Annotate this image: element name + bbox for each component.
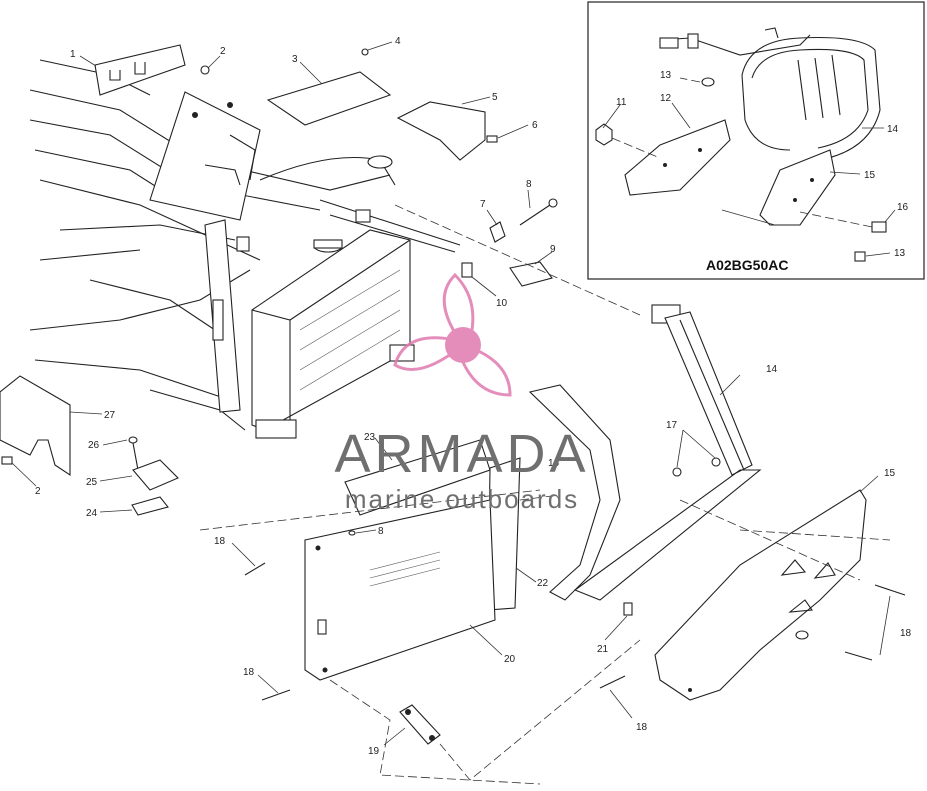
inset-callout-11: 11 <box>616 97 627 108</box>
callout-16: 16 <box>548 458 560 469</box>
upper-parts: 1 2 3 4 5 6 7 8 9 10 <box>70 36 641 316</box>
propeller-logo <box>393 272 512 397</box>
callout-10: 10 <box>496 298 508 309</box>
chassis-frame <box>29 59 461 431</box>
callout-17: 17 <box>666 420 678 431</box>
inset-callout-14: 14 <box>887 124 899 135</box>
callout-4: 4 <box>395 36 401 47</box>
inset-callout-16: 16 <box>897 202 909 213</box>
callout-8: 8 <box>526 179 532 190</box>
callout-18-bottom: 18 <box>636 722 648 733</box>
callout-21: 21 <box>597 644 609 655</box>
inset-callout-13: 13 <box>660 70 672 81</box>
bumper-assembly: 14 17 21 15 18 18 <box>528 304 912 733</box>
callout-5: 5 <box>492 92 498 103</box>
callout-1: 1 <box>70 49 76 60</box>
callout-23: 23 <box>364 432 376 443</box>
radiator <box>251 229 415 439</box>
armada-watermark: ARMADA marine outboards <box>334 272 589 514</box>
callout-18-left: 18 <box>214 536 226 547</box>
inset-callout-13b: 13 <box>894 248 906 259</box>
callout-3: 3 <box>292 54 298 65</box>
inset-callout-15: 15 <box>864 170 876 181</box>
callout-25: 25 <box>86 477 98 488</box>
callout-18-lower: 18 <box>243 667 255 678</box>
watermark-brand: ARMADA <box>334 424 589 484</box>
callout-19: 19 <box>368 746 380 757</box>
center-panels: 23 22 20 8 18 18 19 16 <box>199 432 641 785</box>
callout-24: 24 <box>86 508 98 519</box>
callout-8-lower: 8 <box>378 526 384 537</box>
callout-6: 6 <box>532 120 538 131</box>
callout-9: 9 <box>550 244 556 255</box>
watermark-tagline: marine outboards <box>345 484 579 514</box>
callout-2-left: 2 <box>35 486 41 497</box>
callout-26: 26 <box>88 440 100 451</box>
inset-detail: 11 12 13 14 15 16 13 A02BG50AC <box>587 1 925 280</box>
inset-callout-12: 12 <box>660 93 672 104</box>
callout-2-top: 2 <box>220 46 226 57</box>
left-parts: 27 2 26 25 24 <box>0 375 179 519</box>
callout-22: 22 <box>537 578 549 589</box>
callout-27: 27 <box>104 410 116 421</box>
callout-7: 7 <box>480 199 486 210</box>
inset-code: A02BG50AC <box>706 257 788 273</box>
callout-20: 20 <box>504 654 516 665</box>
callout-18-right: 18 <box>900 628 912 639</box>
callout-15: 15 <box>884 468 896 479</box>
callout-14: 14 <box>766 364 778 375</box>
